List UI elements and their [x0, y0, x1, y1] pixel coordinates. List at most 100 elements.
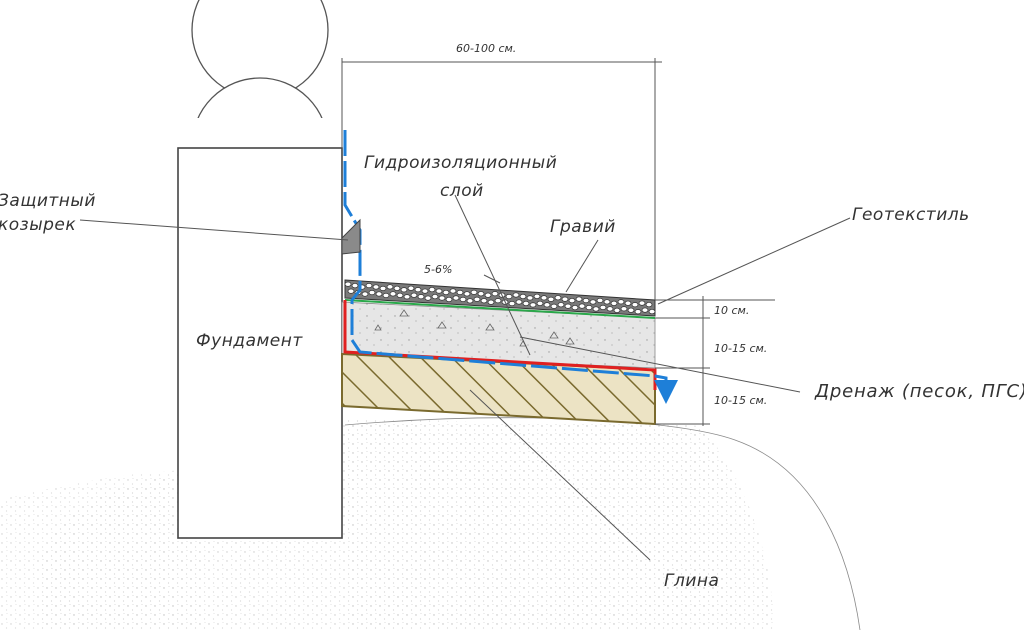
- gravel-stone: [442, 289, 450, 296]
- gravel-stone: [550, 303, 558, 309]
- label-foundation: Фундамент: [196, 331, 303, 351]
- gravel-stone: [407, 285, 415, 291]
- gravel-stone: [522, 300, 530, 307]
- gravel-stone: [557, 302, 565, 308]
- gravel-stone: [396, 292, 404, 298]
- leader-lines: [79, 194, 851, 561]
- gravel-stone: [578, 303, 586, 309]
- gravel-stone: [508, 301, 516, 307]
- label-geotextile: Геотекстиль: [852, 205, 970, 225]
- gravel-stone: [543, 302, 551, 308]
- gravel-stone: [547, 296, 555, 302]
- gravel-stone: [484, 292, 492, 298]
- gravel-stone: [505, 294, 513, 300]
- gravel-stone: [417, 294, 425, 300]
- gravel-stone: [410, 292, 418, 298]
- gravel-stone: [529, 302, 537, 308]
- gravel-stone: [575, 296, 583, 302]
- gravel-stone: [431, 294, 439, 300]
- gravel-stone: [561, 296, 569, 302]
- gravel-stone: [617, 299, 625, 305]
- protective-visor: [341, 218, 361, 255]
- gravel-stone: [449, 288, 457, 294]
- gravel-stone: [631, 302, 639, 308]
- gravel-stone: [452, 295, 460, 301]
- gravel-stone: [596, 297, 604, 304]
- gravel-stone: [648, 309, 656, 315]
- gravel-stone: [554, 295, 562, 301]
- gravel-stone: [519, 293, 527, 300]
- gravel-stone: [638, 300, 646, 306]
- gravel-stone: [491, 291, 499, 297]
- gravel-stone: [589, 299, 597, 305]
- gravel-stone: [613, 307, 621, 313]
- gravel-stone: [645, 302, 653, 308]
- foundation: [177, 147, 343, 539]
- label-drainage: Дренаж (песок, ПГС): [814, 381, 1024, 402]
- gravel-stones: [344, 281, 656, 315]
- gravel-stone: [473, 296, 481, 302]
- gravel-stone: [592, 306, 600, 312]
- label-clay: Глина: [664, 571, 719, 591]
- gravel-stone: [603, 299, 611, 305]
- gravel-stone: [393, 285, 401, 291]
- label-waterproofing-1: Гидроизоляционный: [364, 153, 557, 173]
- width-dimension: [341, 58, 662, 300]
- gravel-stone: [620, 306, 628, 312]
- gravel-stone: [627, 307, 635, 313]
- gravel-stone: [540, 295, 548, 301]
- layer-dimensions: [655, 296, 775, 426]
- gravel-stone: [445, 296, 453, 303]
- label-protective-visor-2: козырек: [0, 215, 76, 235]
- gravel-stone: [571, 305, 579, 311]
- gravel-stone: [564, 303, 572, 309]
- gravel-stone: [365, 282, 373, 289]
- gravel-stone: [382, 292, 390, 299]
- label-protective-visor-1: Защитный: [0, 191, 96, 211]
- dim-gravel: 10 см.: [714, 304, 749, 317]
- gravel-stone: [533, 293, 541, 299]
- gravel-stone: [477, 291, 485, 297]
- gravel-stone: [456, 289, 464, 295]
- drainage-aggregate: [374, 309, 575, 347]
- gravel-stone: [512, 292, 520, 298]
- gravel-stone: [606, 306, 614, 312]
- gravel-stone: [536, 300, 544, 306]
- label-waterproofing-2: слой: [440, 181, 484, 201]
- gravel-stone: [568, 298, 576, 304]
- gravel-stone: [361, 291, 369, 297]
- gravel-stone: [386, 284, 394, 290]
- gravel-stone: [372, 284, 380, 290]
- gravel-stone: [470, 289, 478, 295]
- gravel-stone: [641, 307, 649, 313]
- gravel-stone: [463, 291, 471, 297]
- gravel-stone: [487, 299, 495, 305]
- gravel-stone: [459, 296, 467, 302]
- gravel-stone: [610, 300, 618, 306]
- gravel-stone: [526, 295, 534, 301]
- gravel-stone: [379, 285, 387, 292]
- gravel-stone: [599, 304, 607, 311]
- dim-clay: 10-15 см.: [714, 394, 767, 407]
- dim-drainage: 10-15 см.: [714, 342, 767, 355]
- waterproofing-membrane: [343, 130, 678, 404]
- gravel-stone: [480, 298, 488, 304]
- gravel-stone: [634, 309, 642, 315]
- geotextile-line: [344, 299, 656, 319]
- gravel-stone: [435, 288, 443, 294]
- gravel-stone: [414, 287, 422, 293]
- gravel-stone: [585, 304, 593, 311]
- gravel-stone: [347, 288, 355, 294]
- gravel-stone: [389, 291, 397, 297]
- gravel-stone: [351, 283, 359, 289]
- gravel-stone: [582, 297, 590, 304]
- gravel-stone: [424, 295, 432, 301]
- gravel-stone: [403, 294, 411, 300]
- dim-width: 60-100 см.: [456, 42, 516, 55]
- gravel-stone: [400, 287, 408, 293]
- gravel-stone: [466, 298, 474, 304]
- gravel-stone: [515, 299, 523, 305]
- gravel-stone: [421, 288, 429, 294]
- gravel-stone: [368, 289, 376, 296]
